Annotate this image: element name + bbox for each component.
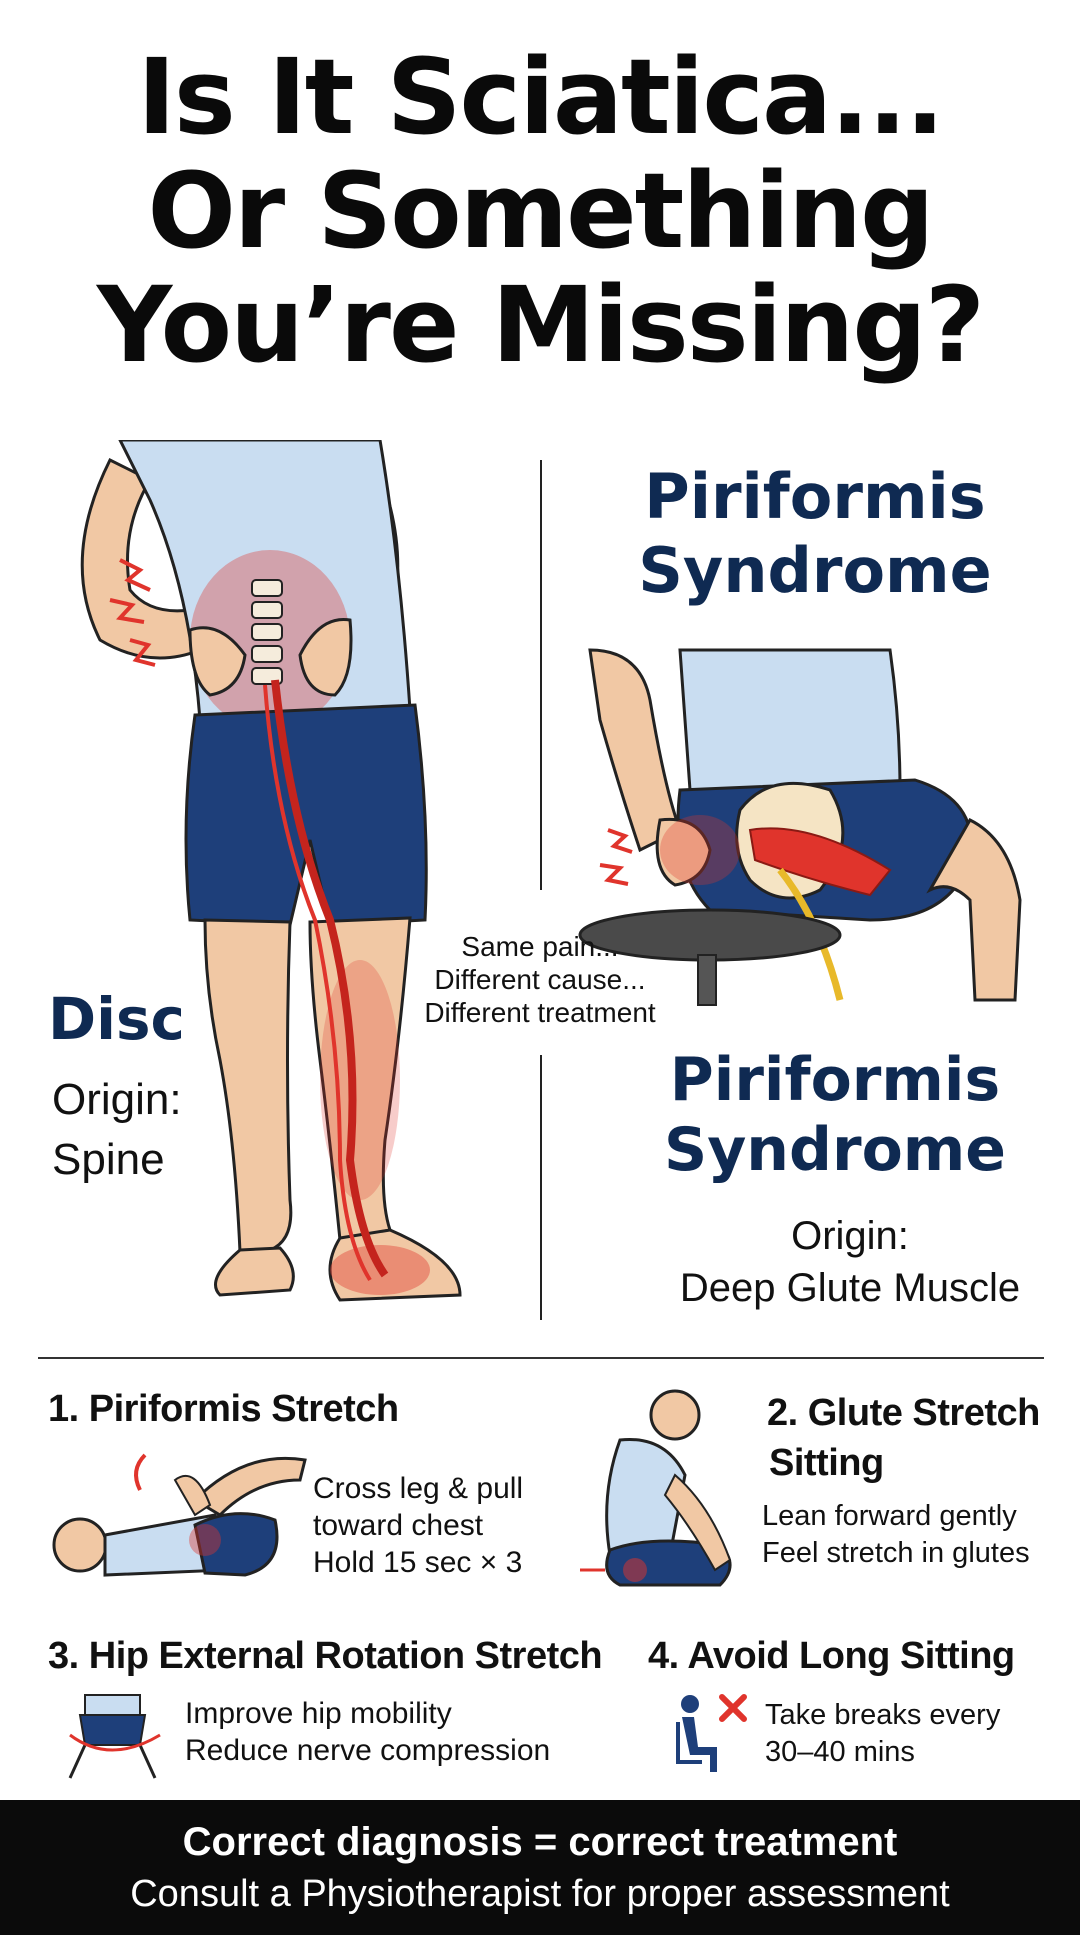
exercise-1-line-3: Hold 15 sec × 3 — [313, 1546, 523, 1579]
exercise-3-line-1: Improve hip mobility — [185, 1697, 452, 1730]
exercise-3-text: Improve hip mobility Reduce nerve compre… — [185, 1695, 550, 1769]
hip-rotation-icon — [68, 1694, 161, 1779]
exercise-3-title: 3. Hip External Rotation Stretch — [48, 1635, 603, 1677]
footer-line-1: Correct diagnosis = correct treatment — [182, 1820, 898, 1864]
standing-man-sciatica-illustration — [80, 440, 462, 1302]
exercise-3-line-2: Reduce nerve compression — [185, 1734, 551, 1767]
sitting-person-no-icon — [676, 1694, 747, 1772]
piriformis-top-line-2: Syndrome — [638, 534, 992, 607]
footer-banner: Correct diagnosis = correct treatment Co… — [0, 1800, 1080, 1935]
piriformis-top-line-1: Piriformis — [644, 460, 986, 533]
section-divider — [38, 1357, 1044, 1359]
piriformis-mid-line-1: Piriformis — [669, 1045, 1001, 1115]
exercise-4-line-2: 30–40 mins — [765, 1736, 915, 1768]
vertical-divider-bottom — [540, 1055, 542, 1320]
exercise-2-text: Lean forward gently Feel stretch in glut… — [762, 1498, 1030, 1572]
exercise-1-text: Cross leg & pull toward chest Hold 15 se… — [313, 1470, 523, 1581]
exercise-4-text: Take breaks every 30–40 mins — [765, 1697, 1000, 1771]
exercise-2-line-1: Lean forward gently — [762, 1500, 1017, 1532]
piriformis-origin: Origin: Deep Glute Muscle — [640, 1210, 1060, 1314]
exercise-2-title: 2. Glute Stretch Sitting — [767, 1388, 1040, 1488]
exercise-1-line-2: toward chest — [313, 1509, 484, 1542]
lying-stretch-illustration — [52, 1453, 307, 1577]
piriformis-origin-label: Origin: — [791, 1214, 909, 1258]
vertical-divider-top — [540, 460, 542, 890]
footer-line-2: Consult a Physiotherapist for proper ass… — [130, 1873, 950, 1915]
title-line-3: You’re Missing? — [96, 264, 985, 386]
exercise-4-line-1: Take breaks every — [765, 1699, 1001, 1731]
seated-glute-stretch-illustration — [580, 1389, 732, 1587]
piriformis-heading-mid: Piriformis Syndrome — [610, 1045, 1060, 1185]
title-line-1: Is It Sciatica... — [137, 36, 945, 158]
center-note-line-3: Different treatment — [424, 997, 656, 1028]
center-note-line-1: Same pain... — [461, 931, 619, 962]
disc-origin-label: Origin: — [52, 1075, 182, 1124]
piriformis-heading-top: Piriformis Syndrome — [580, 460, 1050, 608]
disc-origin-value: Spine — [52, 1135, 165, 1184]
page-title: Is It Sciatica... Or Something You’re Mi… — [0, 40, 1080, 382]
title-line-2: Or Something — [147, 150, 934, 272]
exercise-4-title: 4. Avoid Long Sitting — [648, 1635, 1015, 1677]
exercise-1-title: 1. Piriformis Stretch — [48, 1388, 399, 1430]
piriformis-origin-value: Deep Glute Muscle — [679, 1266, 1021, 1310]
piriformis-mid-line-2: Syndrome — [663, 1115, 1006, 1185]
disc-label: Disc — [48, 985, 185, 1053]
exercise-1-line-1: Cross leg & pull — [313, 1472, 524, 1505]
exercise-2-title-line-2: Sitting — [769, 1442, 884, 1484]
exercise-2-title-line-1: 2. Glute Stretch — [767, 1392, 1040, 1434]
seated-man-piriformis-illustration — [578, 648, 1022, 1006]
center-note-line-2: Different cause... — [434, 964, 646, 995]
exercise-2-line-2: Feel stretch in glutes — [762, 1537, 1030, 1569]
disc-origin: Origin: Spine — [52, 1070, 182, 1190]
center-note: Same pain... Different cause... Differen… — [400, 930, 680, 1029]
